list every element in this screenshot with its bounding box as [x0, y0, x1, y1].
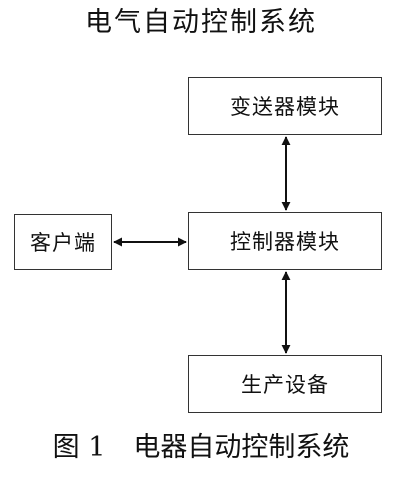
transmitter-module-box: 变送器模块 — [188, 77, 382, 135]
figure-caption: 图 1 电器自动控制系统 — [0, 428, 402, 468]
controller-module-label: 控制器模块 — [230, 230, 340, 254]
figure-caption-text: 电器自动控制系统 — [133, 432, 350, 463]
client-label: 客户端 — [30, 231, 96, 255]
transmitter-module-label: 变送器模块 — [230, 95, 340, 119]
diagram-title: 电气自动控制系统 — [85, 7, 317, 38]
production-equipment-box: 生产设备 — [188, 355, 382, 413]
controller-module-box: 控制器模块 — [188, 212, 382, 270]
production-equipment-label: 生产设备 — [241, 373, 329, 397]
figure-number: 图 1 — [52, 432, 106, 463]
client-box: 客户端 — [14, 214, 112, 270]
